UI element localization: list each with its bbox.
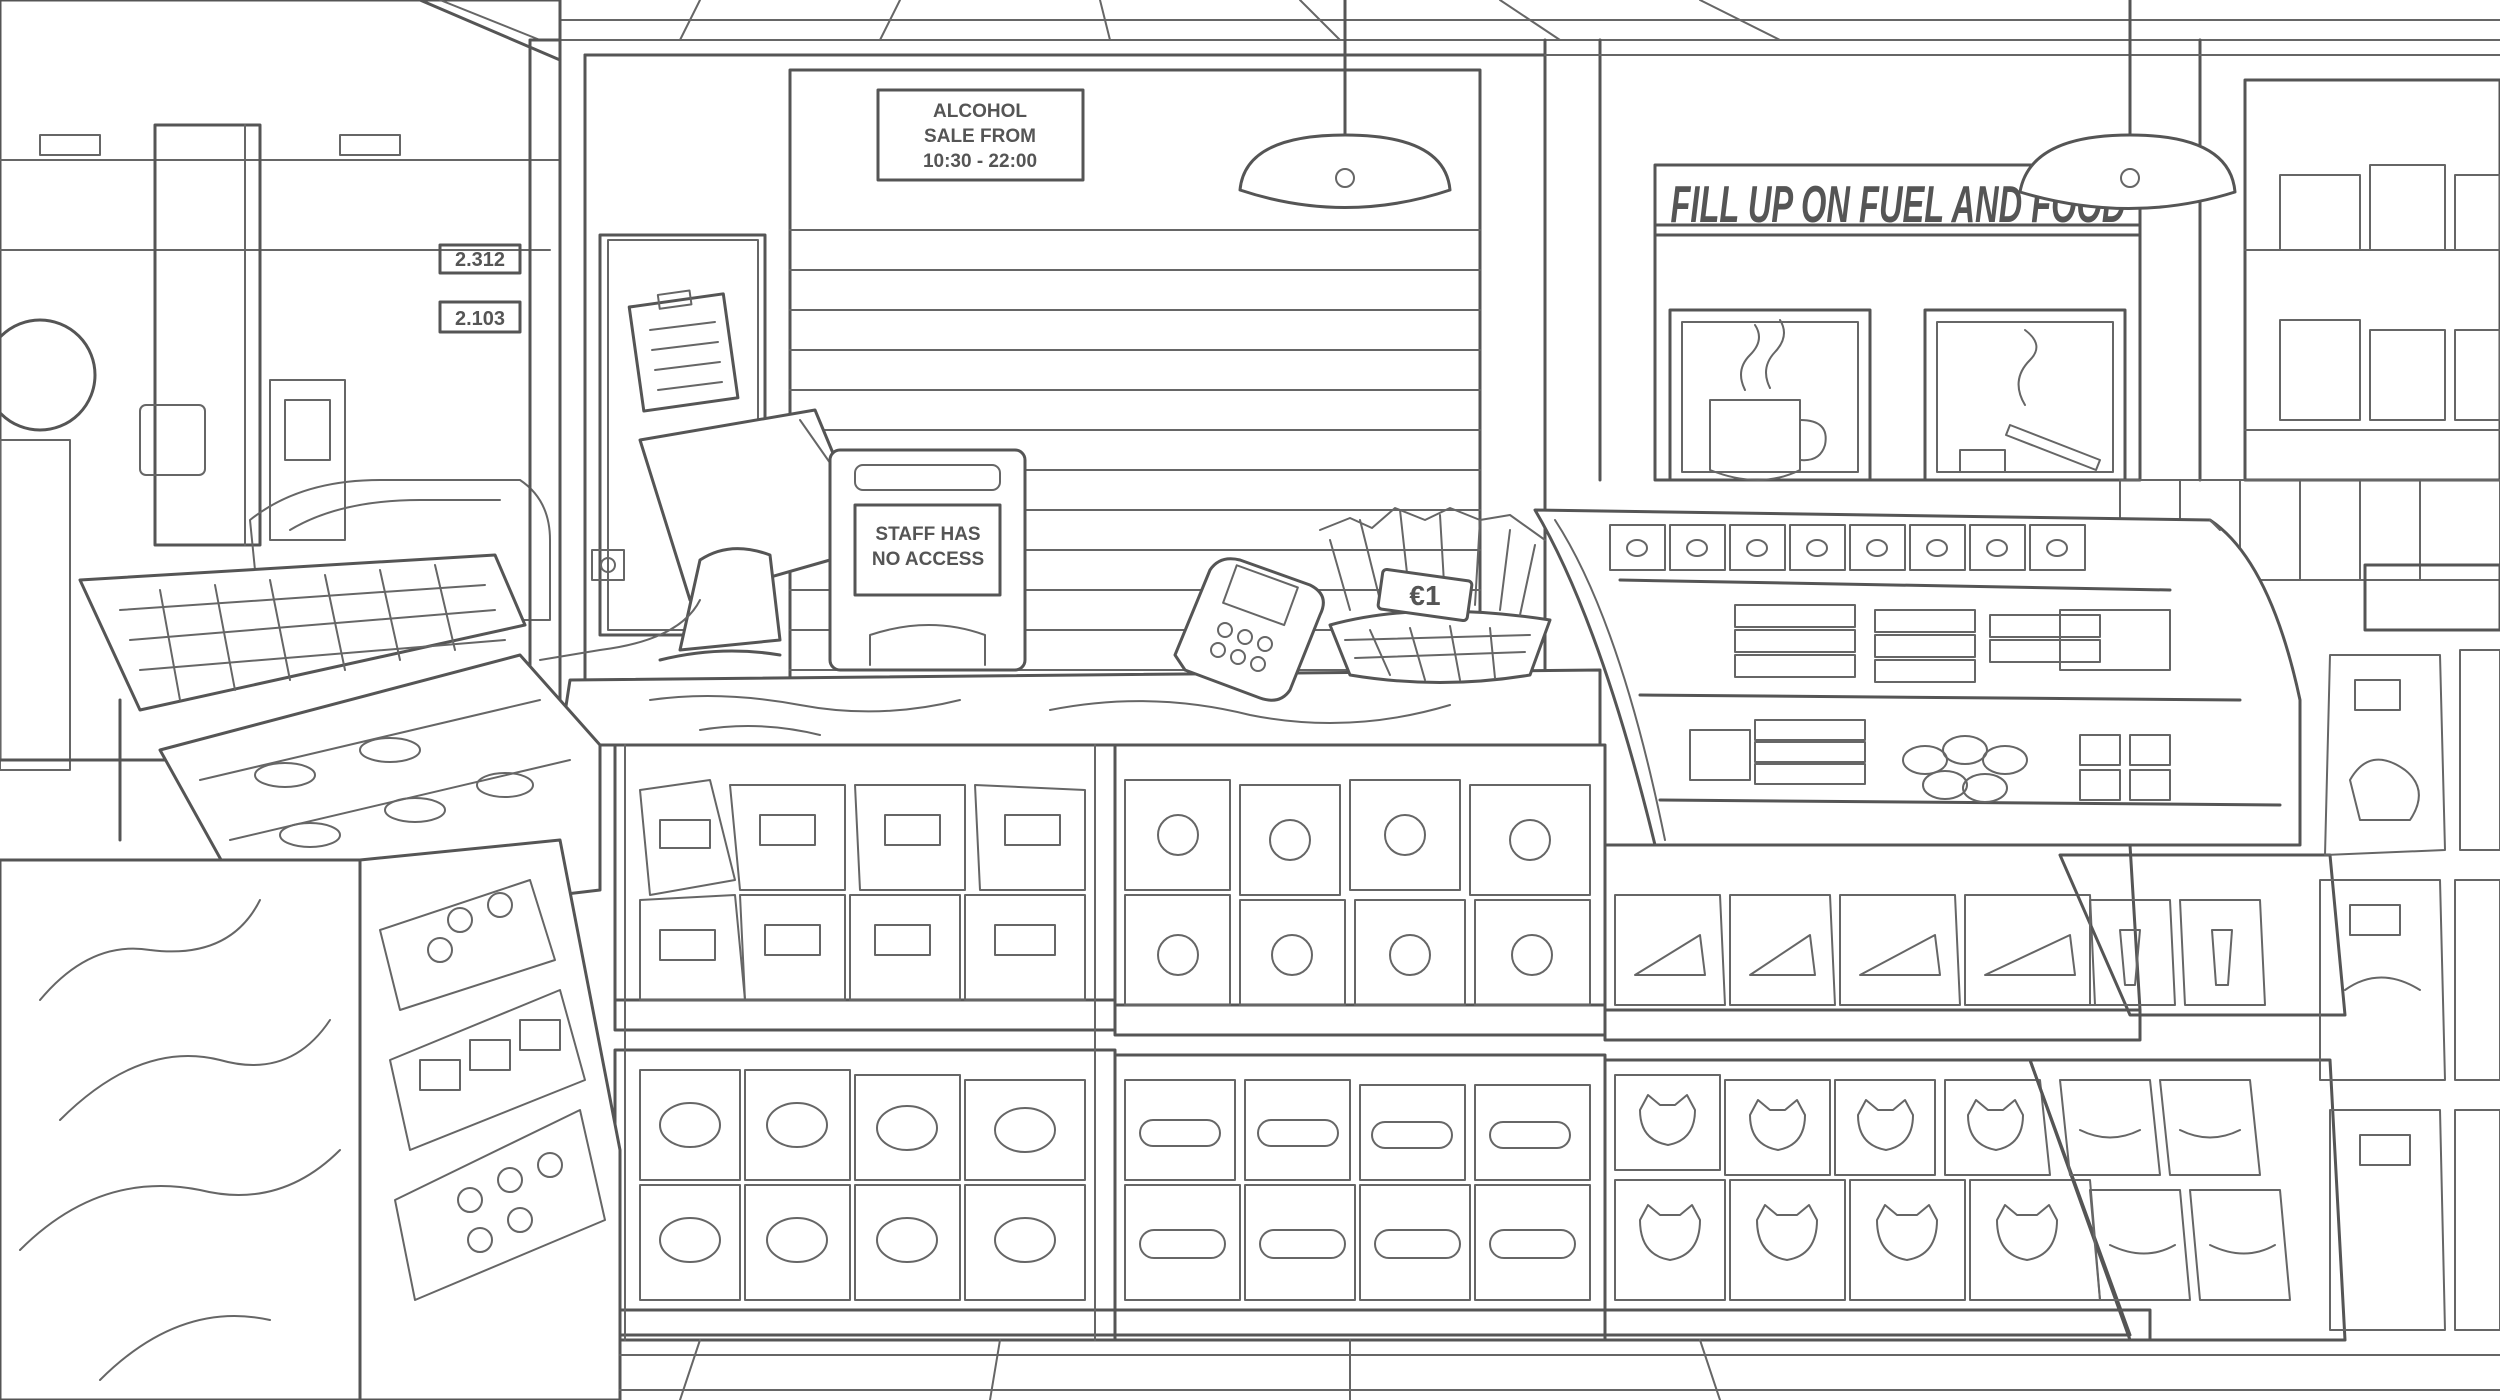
alcohol-sign-line-3: 10:30 - 22:00 <box>923 151 1037 172</box>
display-case <box>1533 508 2302 847</box>
card-terminal-icon <box>1173 557 1325 702</box>
right-back-wall <box>1544 38 2500 482</box>
fuel-price-board: 2.312 2.103 <box>438 243 522 334</box>
staff-sign-line-2: NO ACCESS <box>872 549 984 570</box>
floor <box>619 1339 2500 1400</box>
clipboard <box>627 289 740 413</box>
ceiling <box>559 0 2500 41</box>
snack-shelf-center <box>1113 743 1607 1342</box>
snack-shelf-left <box>613 743 1117 1342</box>
pendant-lamp-icon <box>2018 0 2237 210</box>
staff-sign-line-1: STAFF HAS <box>875 524 980 545</box>
roller-shutter <box>788 68 1482 702</box>
lower-left-display <box>0 838 622 1400</box>
register-monitor <box>539 408 842 662</box>
staff-sign-box: STAFF HAS NO ACCESS <box>828 448 1027 672</box>
alcohol-sign: ALCOHOL SALE FROM 10:30 - 22:00 <box>876 88 1085 182</box>
fuel-price-2: 2.103 <box>455 308 505 330</box>
snack-shelf-right <box>1603 843 2152 1342</box>
alcohol-sign-line-2: SALE FROM <box>924 126 1036 147</box>
pendant-lamp-icon <box>1238 0 1452 209</box>
impulse-basket: €1 <box>1319 507 1552 684</box>
alcohol-sign-line-1: ALCOHOL <box>933 101 1027 122</box>
fuel-price-1: 2.312 <box>455 249 505 271</box>
hanging-rack <box>2319 563 2500 1331</box>
snack-shelf-far-right <box>2028 853 2347 1342</box>
price-tag: €1 <box>1409 580 1440 611</box>
